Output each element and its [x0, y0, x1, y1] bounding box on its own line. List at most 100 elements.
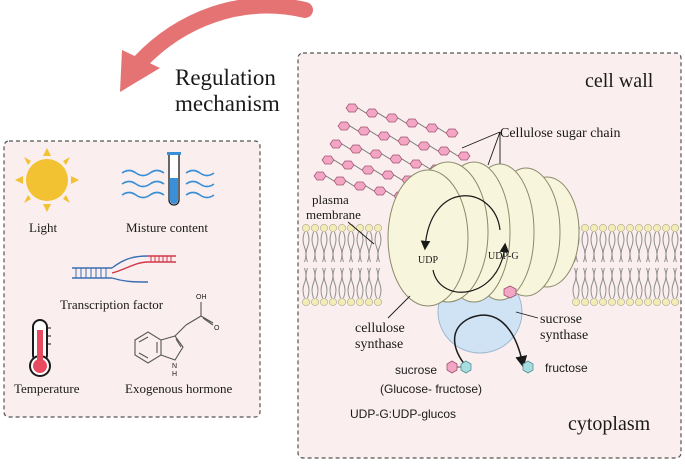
- cell-panel: cell wall cytoplasm Cellulose sugar chai…: [297, 52, 682, 459]
- cellulose-synthase-label-2: synthase: [355, 337, 403, 352]
- glucose-unit: [341, 160, 355, 170]
- lipid-tail: [644, 267, 649, 299]
- lipid-tail: [314, 231, 319, 263]
- lipid-head: [365, 224, 373, 232]
- glucose-unit: [397, 136, 411, 146]
- lipid-tail: [647, 267, 652, 299]
- lipid-tail: [611, 231, 616, 263]
- lipid-head: [608, 224, 616, 232]
- lipid-tail: [617, 267, 622, 299]
- light-label: Light: [29, 220, 58, 235]
- lipid-tail: [629, 231, 634, 263]
- glucose-unit: [385, 113, 399, 123]
- lipid-tail: [644, 231, 649, 263]
- fructose-molecule: [522, 360, 534, 374]
- chain-link: [377, 112, 387, 119]
- lipid-tail: [572, 267, 577, 299]
- lipid-head: [617, 224, 625, 232]
- lipid-tail: [320, 267, 325, 299]
- lipid-tail: [581, 231, 586, 263]
- cellulose-synthase-complex: [387, 161, 580, 307]
- lipid-head: [662, 298, 670, 306]
- lipid-head: [329, 298, 337, 306]
- molecule-icon: [134, 302, 214, 364]
- glucose-unit: [457, 151, 471, 161]
- chain-link: [349, 125, 359, 132]
- lipid-tail: [350, 267, 355, 299]
- plasma-pointer: [347, 221, 375, 245]
- lipid-head: [635, 224, 643, 232]
- lipid-tail: [368, 267, 373, 299]
- lipid-tail: [662, 231, 667, 263]
- glucose-unit: [389, 154, 403, 164]
- lipid-head: [572, 298, 580, 306]
- lipid-head: [626, 298, 634, 306]
- lipid-tail: [377, 267, 382, 299]
- cytoplasm-label: cytoplasm: [568, 413, 651, 435]
- plasma-membrane-label-1: plasma: [312, 192, 349, 207]
- glucose-unit: [437, 146, 451, 156]
- lipid-head: [311, 224, 319, 232]
- glucose-unit: [417, 141, 431, 151]
- lipid-tail: [638, 267, 643, 299]
- glucose-unit: [321, 155, 335, 165]
- glucose-unit: [353, 181, 367, 191]
- lipid-tail: [332, 231, 337, 263]
- transcription-label: Transcription factor: [60, 297, 164, 312]
- lipid-tail: [323, 267, 328, 299]
- glucose-unit: [425, 123, 439, 133]
- chain-link: [437, 127, 447, 134]
- lipid-tail: [359, 267, 364, 299]
- glucose-unit: [329, 139, 343, 149]
- lipid-tail: [338, 231, 343, 263]
- thermometer-icon: [29, 319, 51, 377]
- lipid-tail: [647, 231, 652, 263]
- lipid-head: [320, 298, 328, 306]
- lipid-head: [581, 224, 589, 232]
- cellulose-chain-label: Cellulose sugar chain: [500, 126, 621, 141]
- water-tube-icon: [121, 152, 215, 206]
- lipid-tail: [341, 267, 346, 299]
- lipid-head: [329, 224, 337, 232]
- lipid-tail: [665, 231, 670, 263]
- lipid-head: [338, 224, 346, 232]
- chain-link: [353, 164, 363, 171]
- lipid-head: [608, 298, 616, 306]
- lipid-tail: [611, 267, 616, 299]
- lipid-head: [617, 298, 625, 306]
- lipid-tail: [338, 267, 343, 299]
- sucrose-synthase-label-1: sucrose: [540, 312, 582, 327]
- lipid-tail: [575, 267, 580, 299]
- lipid-tail: [656, 231, 661, 263]
- glucose-unit: [357, 126, 371, 136]
- lipid-tail: [593, 231, 598, 263]
- lipid-tail: [347, 267, 352, 299]
- lipid-tail: [593, 267, 598, 299]
- sucrose-molecule: [446, 360, 472, 374]
- lipid-tail: [584, 267, 589, 299]
- lipid-tail: [620, 267, 625, 299]
- lipid-tail: [599, 231, 604, 263]
- chain-link: [357, 107, 367, 114]
- glucose-unit: [345, 103, 359, 113]
- glucose-unit: [349, 144, 363, 154]
- glucose-unit: [377, 131, 391, 141]
- glucose-unit: [409, 159, 423, 169]
- lipid-head: [374, 224, 382, 232]
- sucrose-flow-arrow: [453, 314, 528, 369]
- lipid-head: [365, 298, 373, 306]
- chain-link: [381, 153, 391, 160]
- plasma-membrane-label-2: membrane: [306, 207, 361, 222]
- lipid-tail: [323, 231, 328, 263]
- lipid-head: [374, 298, 382, 306]
- chain-link: [421, 163, 431, 170]
- lipid-head: [653, 224, 661, 232]
- lipid-tail: [620, 231, 625, 263]
- glucose-unit: [361, 165, 375, 175]
- lipid-head: [302, 298, 310, 306]
- lipid-tail: [365, 267, 370, 299]
- lipid-tail: [350, 231, 355, 263]
- lipid-head: [599, 298, 607, 306]
- lipid-head: [320, 224, 328, 232]
